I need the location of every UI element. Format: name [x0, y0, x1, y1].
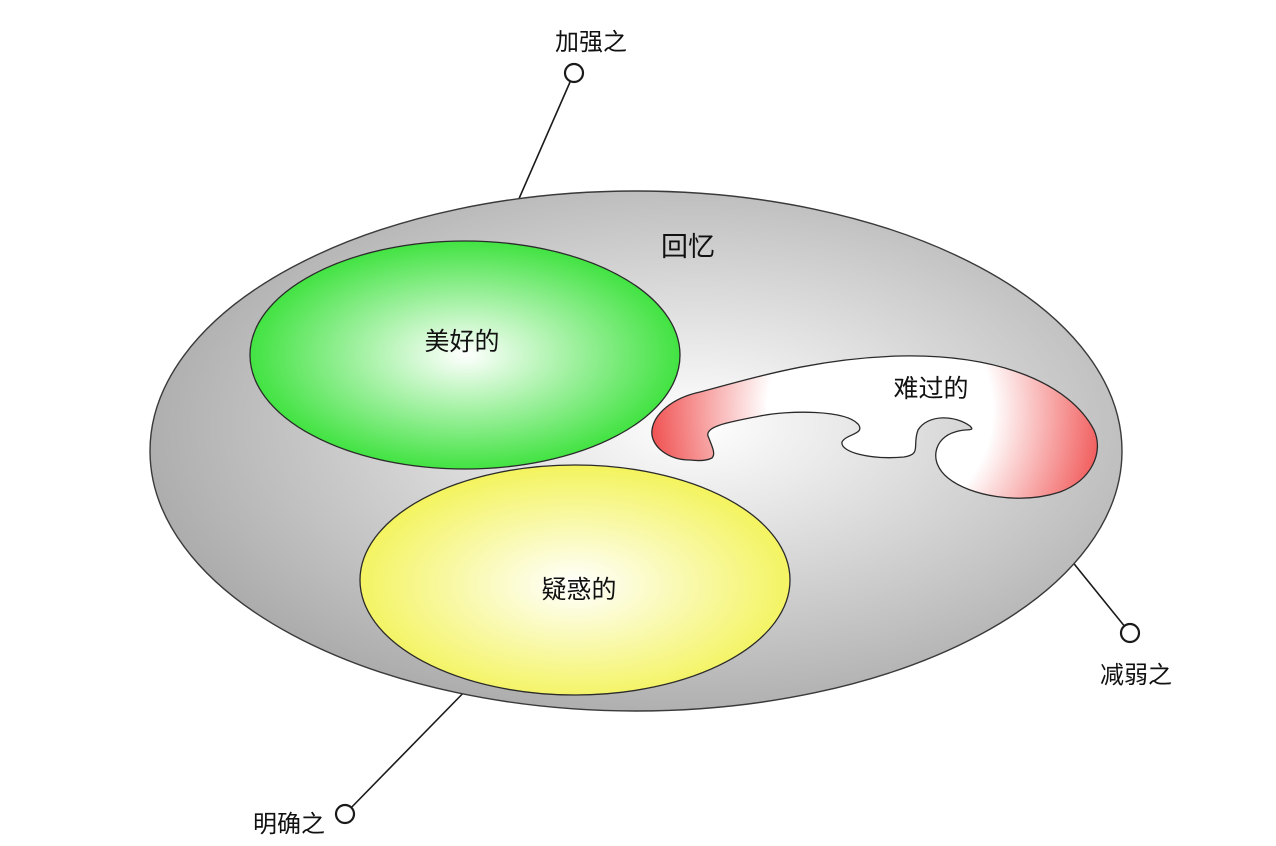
weaken-endpoint-circle	[1119, 622, 1141, 644]
weaken-label: 减弱之	[1100, 661, 1172, 689]
memory-label: 回忆	[661, 232, 715, 263]
good-region-ellipse	[249, 240, 681, 470]
doubt-region-label: 疑惑的	[541, 575, 616, 604]
clarify-label: 明确之	[253, 810, 325, 838]
clarify-endpoint-circle	[334, 803, 356, 825]
good-region-label: 美好的	[424, 327, 499, 356]
sad-region-label: 难过的	[893, 374, 968, 403]
strengthen-endpoint-circle	[563, 62, 585, 84]
strengthen-label: 加强之	[555, 28, 627, 56]
doubt-region-ellipse	[359, 464, 791, 696]
sad-region-shape	[651, 355, 1099, 499]
clarify-leader-line	[344, 681, 475, 815]
